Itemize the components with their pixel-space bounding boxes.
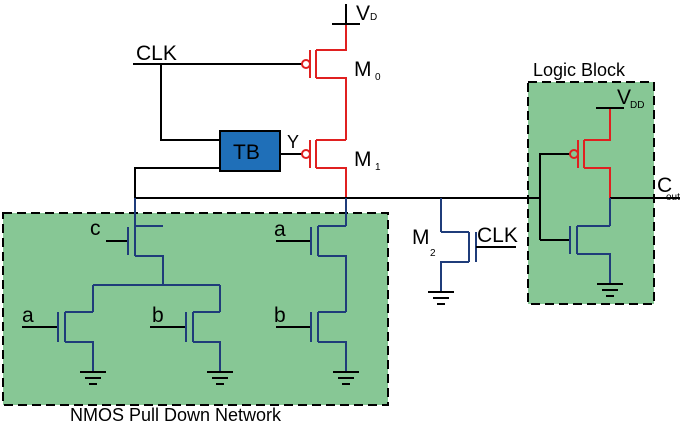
vdd-logic-subscript: DD — [630, 100, 644, 111]
m0-label: M — [354, 58, 372, 81]
cout-label: C — [657, 174, 672, 197]
m1-transistor — [280, 139, 347, 198]
m2-label: M — [412, 226, 430, 249]
pdn-left-branch — [22, 198, 221, 372]
m1-subscript: 1 — [375, 162, 381, 173]
vd-top-label: V — [356, 2, 370, 25]
cout-subscript: out — [666, 192, 680, 203]
pdn-input-c-label: c — [90, 217, 101, 240]
pdn-input-b-mid-label: b — [152, 304, 164, 327]
nmos-pull-down-network-box — [2, 212, 389, 406]
pdn-input-a-right-label: a — [274, 218, 286, 241]
ground-symbols-pdn — [80, 371, 359, 385]
tb-block — [219, 130, 281, 172]
vdd-logic-label: V — [617, 86, 631, 109]
pdn-right-branch — [276, 198, 347, 372]
pdn-input-a-left-label: a — [22, 304, 34, 327]
clk-m2-label: CLK — [477, 224, 518, 247]
m2-subscript: 2 — [430, 248, 436, 259]
m1-label: M — [354, 148, 372, 171]
clk-top-label: CLK — [136, 42, 177, 65]
logic-block-inverter — [539, 107, 680, 297]
vd-top-subscript: D — [370, 12, 377, 23]
m0-subscript: 0 — [375, 72, 381, 83]
logic-block-box — [527, 81, 655, 305]
m0-transistor — [133, 4, 360, 140]
y-label: Y — [287, 132, 299, 152]
tb-label: TB — [233, 141, 260, 164]
logic-block-title: Logic Block — [533, 60, 626, 80]
pdn-title: NMOS Pull Down Network — [70, 405, 282, 425]
m2-transistor — [428, 198, 516, 305]
pdn-input-b-right-label: b — [274, 304, 286, 327]
